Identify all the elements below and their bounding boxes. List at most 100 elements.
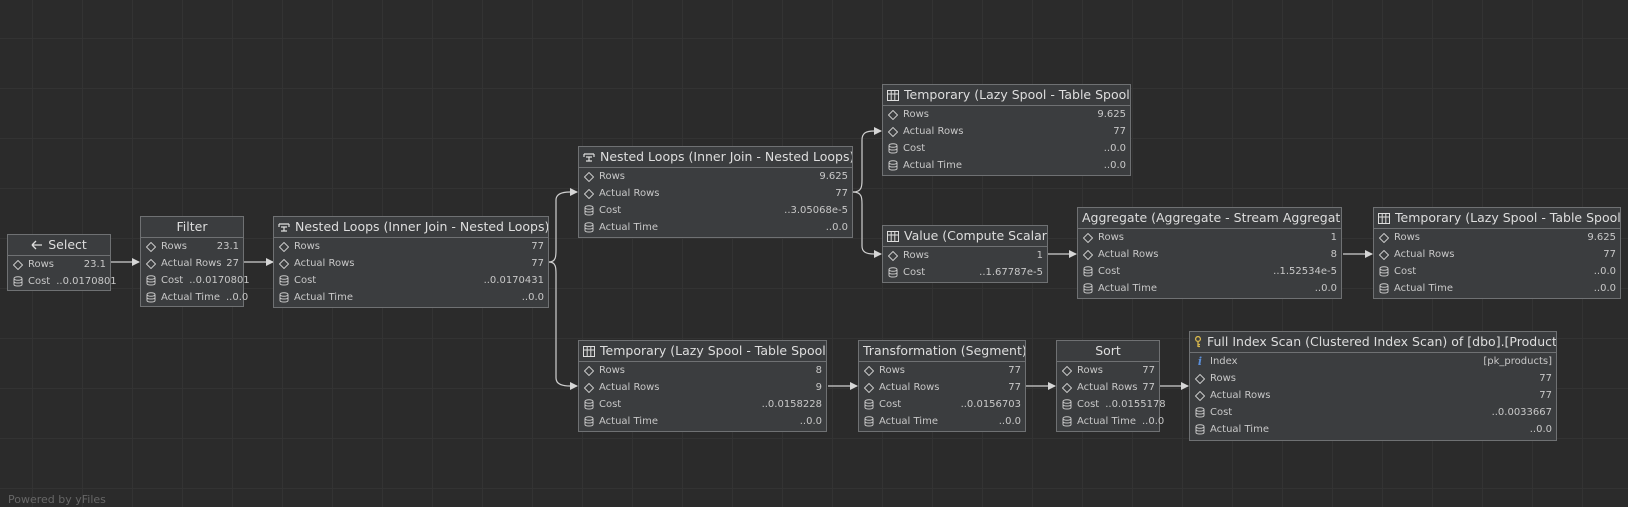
node-spool-bottom[interactable]: Temporary (Lazy Spool - Table Spool) Row… bbox=[578, 340, 827, 432]
metric-value: ..1.67787e-5 bbox=[979, 267, 1043, 278]
diamond-icon bbox=[12, 259, 24, 270]
metric-label: Actual Time bbox=[1077, 416, 1136, 427]
metric-value: ..0.0 bbox=[1593, 266, 1616, 277]
metric-row: Actual Rows 77 bbox=[1374, 246, 1620, 263]
database-icon bbox=[887, 143, 899, 154]
edge-nested2-spool-top bbox=[852, 127, 882, 193]
metric-label: Cost bbox=[161, 275, 184, 286]
metric-row: Rows 8 bbox=[579, 362, 826, 379]
node-nested-loops-1[interactable]: Nested Loops (Inner Join - Nested Loops)… bbox=[273, 216, 549, 308]
metric-label: Rows bbox=[903, 250, 930, 261]
node-filter[interactable]: Filter Rows 23.1 Actual Rows 27 Cost ..0… bbox=[140, 216, 250, 307]
metric-value: ..0.0 bbox=[1529, 424, 1552, 435]
metric-row: Actual Time ..0.0 bbox=[1374, 280, 1620, 297]
node-header: Full Index Scan (Clustered Index Scan) o… bbox=[1190, 332, 1556, 353]
database-icon bbox=[278, 292, 290, 303]
metric-value: ..0.0 bbox=[1593, 283, 1616, 294]
database-icon bbox=[583, 222, 595, 233]
metric-label: Actual Rows bbox=[1394, 249, 1455, 260]
node-index-scan[interactable]: Full Index Scan (Clustered Index Scan) o… bbox=[1189, 331, 1557, 441]
node-title: Aggregate (Aggregate - Stream Aggregate) bbox=[1082, 210, 1341, 225]
metric-value: 9.625 bbox=[1097, 109, 1126, 120]
metric-value: 77 bbox=[531, 241, 544, 252]
metric-row: Rows 23.1 bbox=[141, 238, 243, 255]
metric-row: Actual Time ..0.0 bbox=[1057, 413, 1164, 430]
metric-label: Cost bbox=[879, 399, 902, 410]
metric-row: Cost ..0.0158228 bbox=[579, 396, 826, 413]
diamond-icon bbox=[145, 241, 157, 252]
metric-label: Cost bbox=[903, 143, 926, 154]
metric-label: Actual Time bbox=[1210, 424, 1269, 435]
metric-value: 77 bbox=[1539, 373, 1552, 384]
node-nested-loops-2[interactable]: Nested Loops (Inner Join - Nested Loops)… bbox=[578, 146, 853, 238]
node-title: Full Index Scan (Clustered Index Scan) o… bbox=[1207, 334, 1556, 349]
diamond-icon bbox=[1378, 249, 1390, 260]
table-icon bbox=[887, 89, 899, 101]
metric-value: 8 bbox=[815, 365, 822, 376]
node-aggregate[interactable]: Aggregate (Aggregate - Stream Aggregate)… bbox=[1077, 207, 1342, 299]
diamond-icon bbox=[1082, 232, 1094, 243]
node-sort[interactable]: Sort Rows 77 Actual Rows 77 Cost ..0.015… bbox=[1056, 340, 1166, 432]
diamond-icon bbox=[583, 188, 595, 199]
metric-label: Cost bbox=[28, 276, 51, 287]
edge-nested2-value bbox=[852, 191, 882, 258]
metric-row: Actual Time ..0.0 bbox=[1078, 280, 1341, 297]
metric-value: 1 bbox=[1330, 232, 1337, 243]
metric-label: Actual Time bbox=[1098, 283, 1157, 294]
database-icon bbox=[863, 399, 875, 410]
diamond-icon bbox=[583, 171, 595, 182]
node-header: Select bbox=[8, 235, 110, 256]
diamond-icon bbox=[863, 365, 875, 376]
arrow-left-icon bbox=[31, 240, 43, 250]
node-header: Nested Loops (Inner Join - Nested Loops) bbox=[579, 147, 852, 168]
node-title: Nested Loops (Inner Join - Nested Loops) bbox=[600, 149, 852, 164]
metric-label: Actual Rows bbox=[294, 258, 355, 269]
metric-row: Cost ..0.0170431 bbox=[274, 272, 548, 289]
diamond-icon bbox=[1061, 382, 1073, 393]
database-icon bbox=[1378, 283, 1390, 294]
metric-label: Actual Rows bbox=[1098, 249, 1159, 260]
metric-label: Rows bbox=[599, 365, 626, 376]
metric-label: Actual Time bbox=[161, 292, 220, 303]
metric-label: Cost bbox=[903, 267, 926, 278]
node-header: Filter bbox=[141, 217, 243, 238]
metric-value: [pk_products] bbox=[1483, 356, 1552, 367]
node-title: Sort bbox=[1095, 343, 1121, 358]
database-icon bbox=[583, 399, 595, 410]
metric-value: ..0.0 bbox=[521, 292, 544, 303]
diamond-icon bbox=[887, 250, 899, 261]
metric-row: Rows 9.625 bbox=[883, 106, 1130, 123]
metric-row: Cost ..0.0155178 bbox=[1057, 396, 1166, 413]
node-spool-top[interactable]: Temporary (Lazy Spool - Table Spool) Row… bbox=[882, 84, 1131, 176]
database-icon bbox=[887, 160, 899, 171]
database-icon bbox=[1082, 266, 1094, 277]
node-segment[interactable]: Transformation (Segment) Rows 77 Actual … bbox=[858, 340, 1026, 432]
database-icon bbox=[583, 416, 595, 427]
metric-row: Actual Time ..0.0 bbox=[1190, 421, 1556, 438]
metric-value: ..0.0 bbox=[825, 222, 848, 233]
metric-value: ..3.05068e-5 bbox=[784, 205, 848, 216]
edge-nested1-spool-bottom bbox=[548, 261, 578, 390]
metric-row: Rows 1 bbox=[883, 247, 1047, 264]
node-select[interactable]: Select Rows 23.1 Cost ..0.0170801 bbox=[7, 234, 117, 291]
key-icon bbox=[1194, 336, 1202, 348]
metric-value: 77 bbox=[1142, 365, 1155, 376]
metric-value: ..0.0156703 bbox=[960, 399, 1021, 410]
metric-label: Actual Time bbox=[599, 416, 658, 427]
metric-row: Actual Time ..0.0 bbox=[141, 289, 248, 306]
node-compute-scalar[interactable]: Value (Compute Scalar) Rows 1 Cost ..1.6… bbox=[882, 225, 1048, 283]
metric-value: ..0.0 bbox=[225, 292, 249, 303]
metric-label: Rows bbox=[28, 259, 55, 270]
node-spool-right[interactable]: Temporary (Lazy Spool - Table Spool) Row… bbox=[1373, 207, 1621, 299]
metric-row: Actual Rows 77 bbox=[1190, 387, 1556, 404]
database-icon bbox=[145, 275, 157, 286]
metric-value: 1 bbox=[1036, 250, 1043, 261]
diamond-icon bbox=[278, 258, 290, 269]
metric-value: 9 bbox=[815, 382, 822, 393]
metric-value: ..0.0158228 bbox=[761, 399, 822, 410]
metric-value: 77 bbox=[1539, 390, 1552, 401]
metric-row: Actual Time ..0.0 bbox=[883, 157, 1130, 174]
metric-label: Cost bbox=[1394, 266, 1417, 277]
metric-label: Actual Rows bbox=[903, 126, 964, 137]
